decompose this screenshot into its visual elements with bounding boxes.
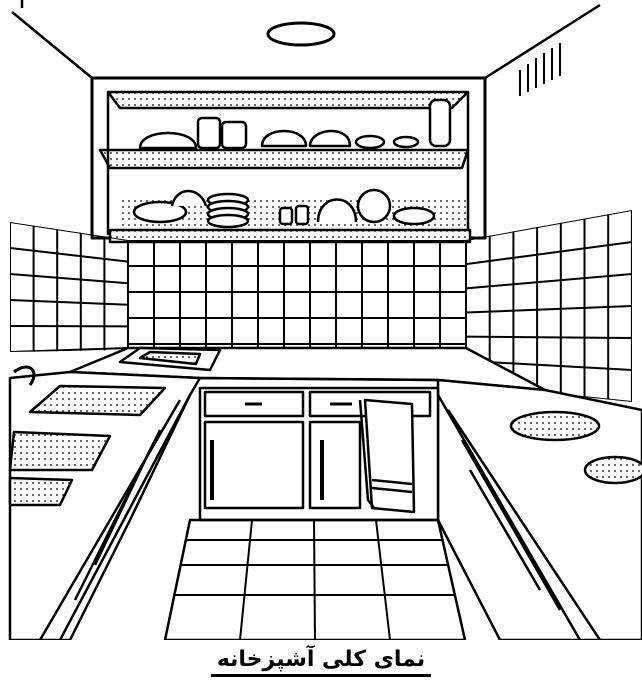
dishes-middle-shelf: [132, 188, 436, 229]
left-wall-tiles: [10, 222, 128, 352]
towel: [358, 398, 416, 514]
caption-text: نمای کلی آشپزخانه: [210, 647, 432, 677]
floor-tiles: [165, 520, 465, 640]
caption: نمای کلی آشپزخانه: [0, 638, 642, 682]
wall-vent: [519, 43, 561, 96]
ceiling: [11, 0, 601, 80]
left-counter-sink: [8, 365, 202, 640]
dishes-top-shelf: [138, 98, 452, 150]
back-wall-tiles: [128, 240, 466, 348]
ceiling-light: [266, 21, 336, 47]
kitchen-illustration: [8, 0, 642, 640]
right-counter-stove: [436, 378, 642, 640]
